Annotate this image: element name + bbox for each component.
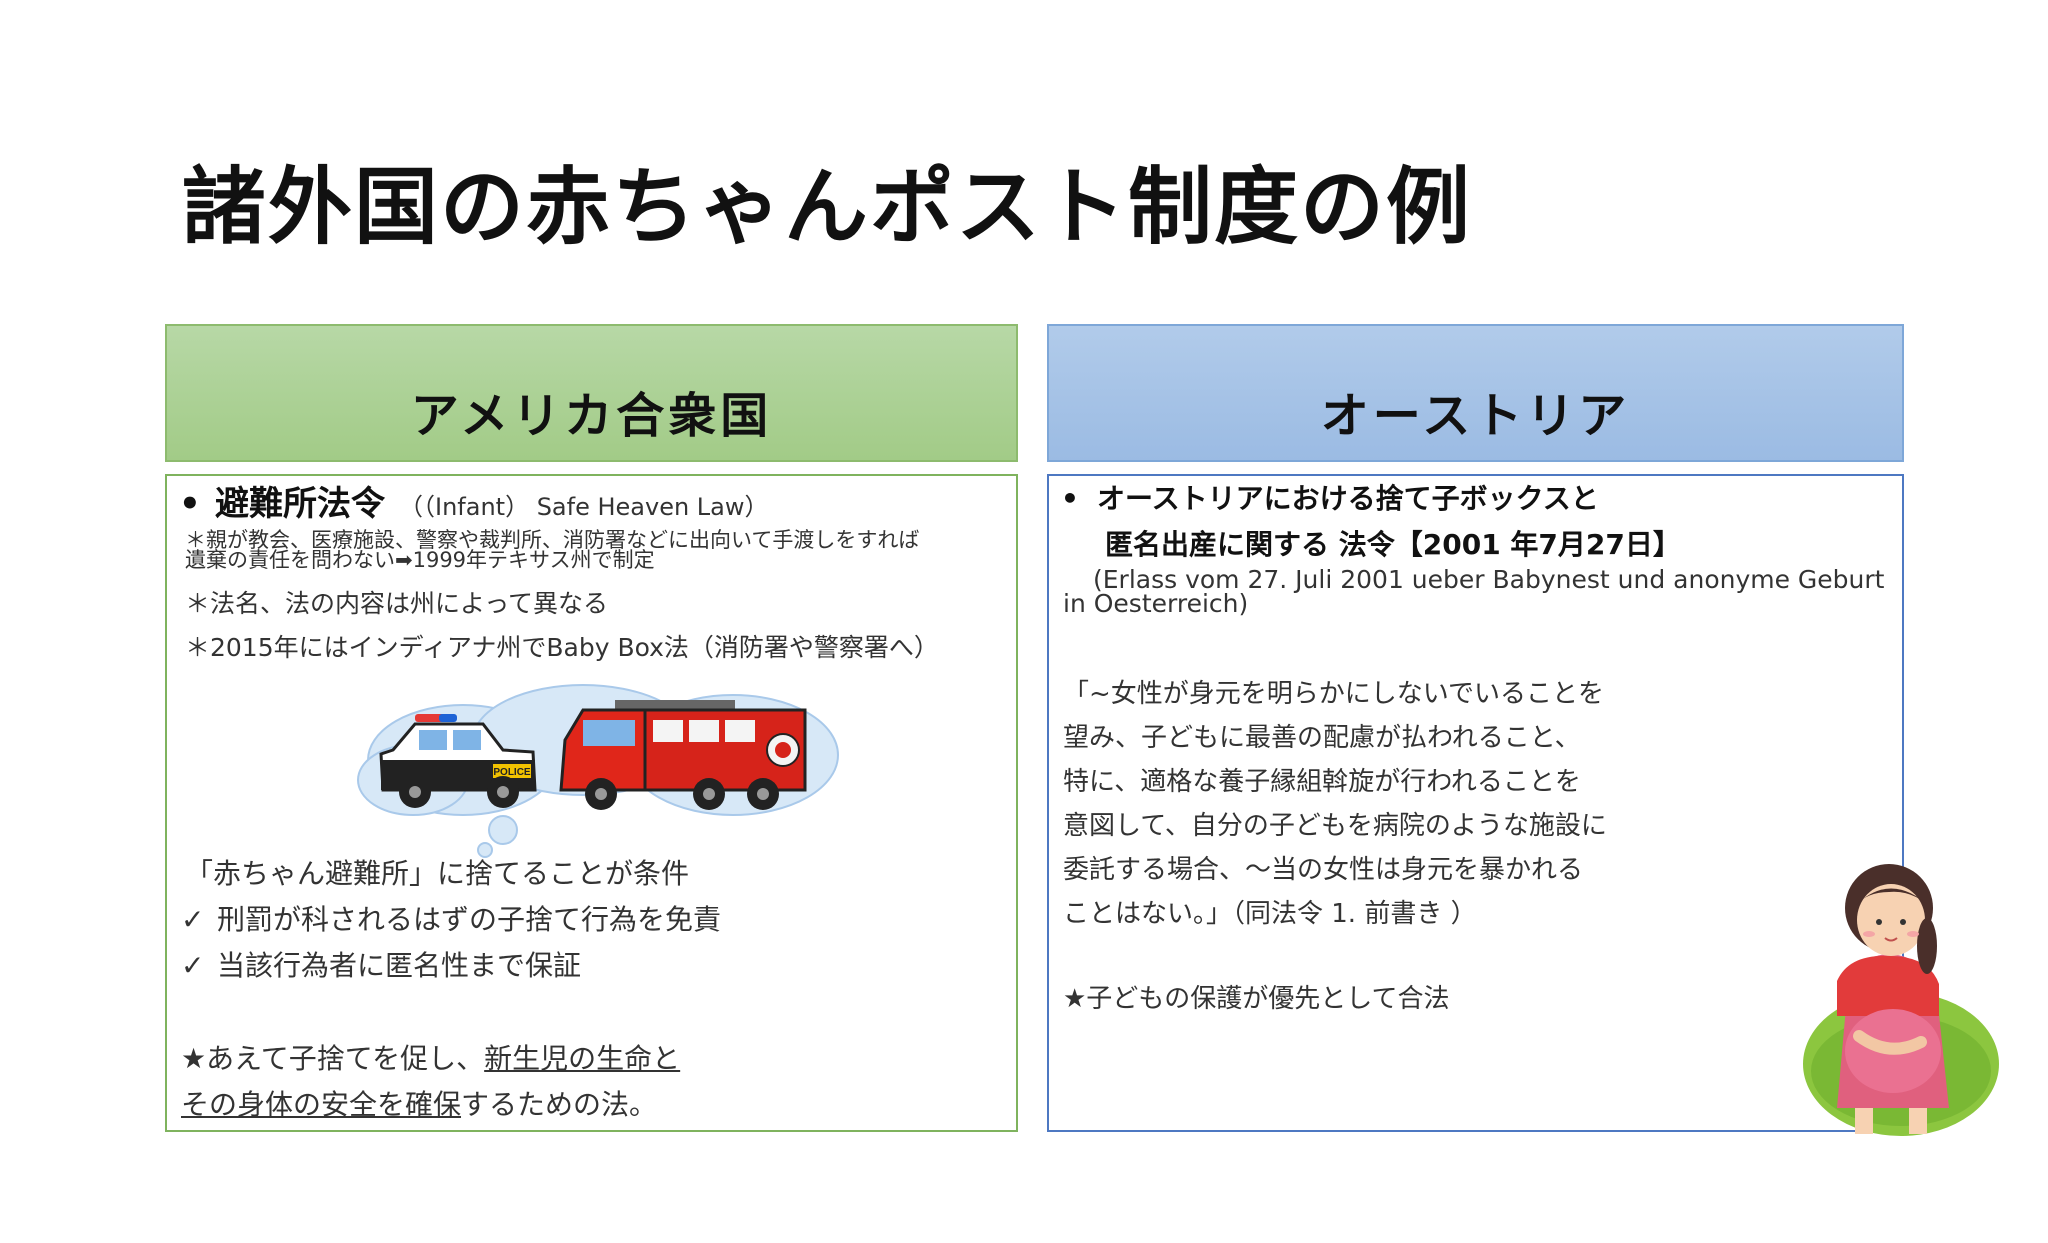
police-fire-truck-illustration: POLICE — [357, 684, 839, 858]
fire-truck-icon — [559, 700, 807, 810]
usa-law-name: 避難所法令 — [215, 484, 385, 524]
usa-content-box: • 避難所法令 （（Infant） Safe Heaven Law） ＊親が教会、医… — [165, 474, 1018, 1132]
austria-law-title: •オーストリアにおける捨て子ボックスと 匿名出産に関する 法令【2001 年7月… — [1061, 476, 1681, 568]
usa-law-title: • 避難所法令 （（Infant） Safe Heaven Law） — [179, 476, 769, 525]
austria-content-box: •オーストリアにおける捨て子ボックスと 匿名出産に関する 法令【2001 年7月… — [1047, 474, 1999, 1136]
usa-note-1-line-2: 遺棄の責任を問わない➡1999年テキサス州で制定 — [185, 548, 655, 572]
bullet-icon: • — [179, 484, 201, 524]
usa-header: アメリカ合衆国 — [165, 324, 1018, 462]
austria-star-note: ★子どもの保護が優先として合法 — [1063, 984, 1450, 1014]
svg-text:POLICE: POLICE — [493, 767, 531, 778]
usa-condition: 「赤ちゃん避難所」に捨てることが条件 — [185, 857, 690, 890]
usa-note-1-line-1: ＊親が教会、医療施設、警察や裁判所、消防署などに出向いて手渡しをすれば — [185, 528, 920, 552]
austria-quote: 「~女性が身元を明らかにしないでいることを 望み、子どもに最善の配慮が払われるこ… — [1063, 679, 1607, 929]
austria-german-title: (Erlass vom 27. Juli 2001 ueber Babynest… — [1063, 565, 1885, 618]
pregnant-woman-illustration — [1803, 864, 1999, 1136]
usa-law-subtitle: （（Infant） Safe Heaven Law） — [399, 493, 769, 521]
usa-check-item-1: ✓刑罰が科されるはずの子捨て行為を免責 — [181, 903, 722, 936]
slide-title: 諸外国の赤ちゃんポスト制度の例 — [182, 158, 1473, 256]
checkmark-icon: ✓ — [181, 903, 205, 936]
usa-note-2: ＊法名、法の内容は州によって異なる — [185, 589, 609, 618]
austria-header: オーストリア — [1047, 324, 1904, 462]
usa-check-item-2: ✓当該行為者に匿名性まで保証 — [181, 949, 582, 982]
checkmark-icon: ✓ — [181, 949, 205, 982]
usa-note-1: ＊親が教会、医療施設、警察や裁判所、消防署などに出向いて手渡しをすれば 遺棄の責… — [185, 528, 920, 572]
usa-conclusion: ★あえて子捨てを促し、新生児の生命とその身体の安全を確保するための法。 — [181, 1042, 681, 1121]
austria-law-title-line-2: 匿名出産に関する 法令【2001 年7月27日】 — [1105, 528, 1681, 561]
usa-note-3: ＊2015年にはインディアナ州でBaby Box法（消防署や警察署へ） — [185, 633, 939, 662]
bullet-icon: • — [1061, 482, 1079, 515]
police-car-icon: POLICE — [379, 714, 537, 808]
